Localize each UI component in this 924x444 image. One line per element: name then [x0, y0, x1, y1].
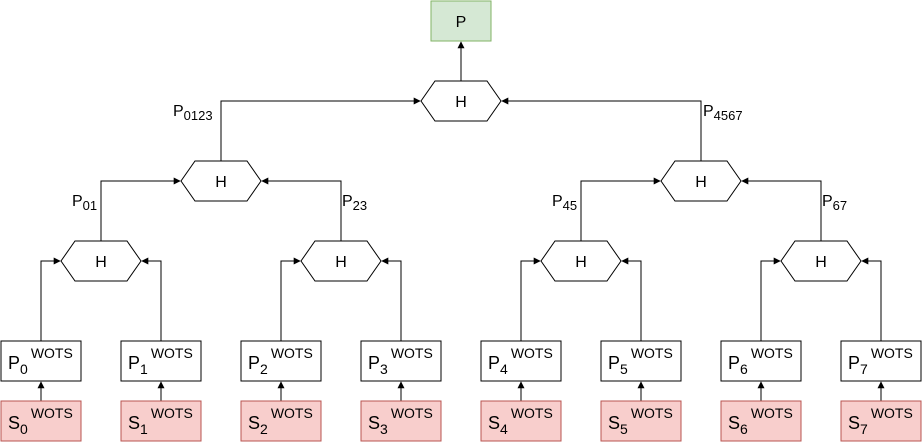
pk-node-6-label: P6WOTS [728, 345, 793, 377]
sk-node-2-label: S2WOTS [248, 405, 313, 437]
pk-node-1-box [120, 340, 202, 382]
arrow-pk-6-to-hash [760, 257, 781, 341]
sk-node-4-box [480, 400, 562, 442]
hash-label: H [95, 254, 107, 271]
hash-hexagon [780, 240, 862, 282]
root-box [430, 0, 492, 42]
pk-node-6-box [720, 340, 802, 382]
edge-label-p67: P67 [822, 193, 847, 213]
hash-node-l2-0: H [180, 160, 262, 202]
hash-label: H [335, 254, 347, 271]
sk-node-0: S0WOTS [0, 400, 82, 442]
sk-node-6: S6WOTS [720, 400, 802, 442]
pk-node-3-label: P3WOTS [368, 345, 433, 377]
arrow-pk-3-to-hash [381, 257, 402, 341]
hash-label: H [215, 174, 227, 191]
hash-node-top: H [420, 80, 502, 122]
arrow-pk-5-to-hash [621, 257, 642, 341]
pk-node-0-box [0, 340, 82, 382]
hash-hexagon [540, 240, 622, 282]
sk-node-5-label: S5WOTS [608, 405, 673, 437]
sk-node-3-box [360, 400, 442, 442]
arrow-pk-2-to-hash [280, 257, 301, 341]
hash-label: H [455, 94, 467, 111]
arrow-l2-1-to-top [501, 97, 702, 161]
edge-label-p4567: P4567 [703, 103, 743, 123]
edge-labels: P0123 P4567 P01 P23 P45 P67 [72, 103, 847, 213]
edge-label-p0123: P0123 [173, 103, 213, 123]
sk-node-7-box [840, 400, 922, 442]
sk-node-6-label: S6WOTS [728, 405, 793, 437]
sk-node-6-box [720, 400, 802, 442]
pk-node-2-label: P2WOTS [248, 345, 313, 377]
hash-hexagon [300, 240, 382, 282]
sk-node-2: S2WOTS [240, 400, 322, 442]
hash-label: H [575, 254, 587, 271]
pk-node-2: P2WOTS [240, 340, 322, 382]
hash-hexagon [180, 160, 262, 202]
edge-label-p45: P45 [552, 193, 577, 213]
arrow-l1-2-to-l2 [580, 177, 661, 241]
root-label: P [456, 14, 467, 31]
sk-node-1-box [120, 400, 202, 442]
sk-node-7: S7WOTS [840, 400, 922, 442]
hash-node-l1-0: H [60, 240, 142, 282]
sk-node-0-box [0, 400, 82, 442]
hash-label: H [695, 174, 707, 191]
pk-node-5: P5WOTS [600, 340, 682, 382]
sk-node-5-box [600, 400, 682, 442]
hash-node-l1-2: H [540, 240, 622, 282]
edge-label-p01: P01 [72, 193, 97, 213]
sk-node-1-label: S1WOTS [128, 405, 193, 437]
pk-node-5-label: P5WOTS [608, 345, 673, 377]
sk-node-3: S3WOTS [360, 400, 442, 442]
root-node: P [430, 0, 492, 42]
sk-node-0-label: S0WOTS [8, 405, 73, 437]
pk-node-4-label: P4WOTS [488, 345, 553, 377]
arrow-l1-0-to-l2 [100, 177, 181, 241]
pk-node-3-box [360, 340, 442, 382]
sk-node-7-label: S7WOTS [848, 405, 913, 437]
hash-node-l1-1: H [300, 240, 382, 282]
edges [37, 41, 885, 401]
arrow-l1-3-to-l2 [741, 177, 822, 241]
pk-node-0: P0WOTS [0, 340, 82, 382]
pk-node-7: P7WOTS [840, 340, 922, 382]
pk-node-0-label: P0WOTS [8, 345, 73, 377]
pk-node-3: P3WOTS [360, 340, 442, 382]
sk-node-1: S1WOTS [120, 400, 202, 442]
pk-node-7-box [840, 340, 922, 382]
sk-node-2-box [240, 400, 322, 442]
hash-node-l1-3: H [780, 240, 862, 282]
arrow-l1-1-to-l2 [261, 177, 342, 241]
sk-node-3-label: S3WOTS [368, 405, 433, 437]
sk-node-4: S4WOTS [480, 400, 562, 442]
arrow-pk-4-to-hash [520, 257, 541, 341]
pk-node-1: P1WOTS [120, 340, 202, 382]
hash-hexagon [60, 240, 142, 282]
sk-node-4-label: S4WOTS [488, 405, 553, 437]
hash-label: H [815, 254, 827, 271]
nodes: P0WOTS S0WOTS P1WOTS S1WOTS P2WOTS S2WOTS P3WO… [0, 80, 922, 442]
pk-node-4: P4WOTS [480, 340, 562, 382]
arrow-pk-0-to-hash [40, 257, 61, 341]
hash-node-l2-1: H [660, 160, 742, 202]
edge-label-p23: P23 [342, 193, 367, 213]
arrow-pk-1-to-hash [141, 257, 162, 341]
pk-node-2-box [240, 340, 322, 382]
hash-hexagon [420, 80, 502, 122]
sk-node-5: S5WOTS [600, 400, 682, 442]
hash-hexagon [660, 160, 742, 202]
pk-node-6: P6WOTS [720, 340, 802, 382]
pk-node-4-box [480, 340, 562, 382]
pk-node-1-label: P1WOTS [128, 345, 193, 377]
arrow-pk-7-to-hash [861, 257, 882, 341]
arrow-l2-0-to-top [220, 97, 421, 161]
pk-node-7-label: P7WOTS [848, 345, 913, 377]
pk-node-5-box [600, 340, 682, 382]
